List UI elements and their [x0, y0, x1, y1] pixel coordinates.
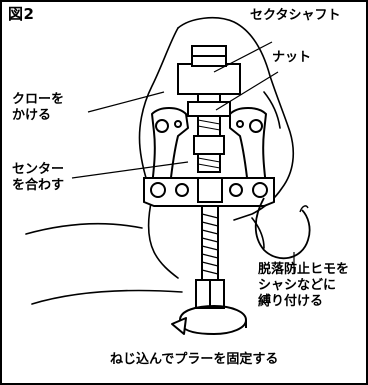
label-center-line2: を合わす — [12, 178, 65, 193]
figure-number: 図2 — [8, 5, 35, 23]
thread-line — [197, 163, 221, 169]
hand-drawing — [25, 16, 295, 305]
label-claw-line2: かける — [12, 108, 52, 123]
lower-crossbar-group — [143, 177, 275, 207]
hand-back-outline — [177, 16, 295, 221]
string-tail — [299, 205, 309, 213]
right-claw-pivot — [249, 119, 263, 133]
claw-arms — [151, 107, 267, 187]
thread-line — [197, 125, 221, 131]
label-nut: ナット — [272, 50, 312, 65]
leader-center — [71, 161, 189, 179]
leader-nut — [215, 71, 279, 111]
shaft-threads — [197, 119, 221, 169]
lower-left-inner-bolt — [175, 183, 189, 197]
screw-thread — [201, 269, 219, 275]
left-claw-hole — [174, 120, 182, 128]
label-fall-prevention-line1: 脱落防止ヒモを — [258, 262, 350, 277]
screw-thread — [201, 213, 219, 219]
right-claw-arm — [229, 107, 267, 187]
label-claw-line1: クローを — [12, 92, 65, 107]
lower-center-block — [197, 177, 223, 203]
label-center-line1: センター — [12, 162, 65, 177]
thread-line — [197, 157, 221, 163]
finger-line-2 — [251, 217, 265, 249]
wrist-outline — [25, 222, 183, 305]
label-center: センター を合わす — [12, 162, 64, 194]
lower-left-bolt — [150, 182, 166, 198]
screw-thread — [201, 221, 219, 227]
left-claw-arm — [151, 107, 189, 187]
screw-thread — [201, 253, 219, 259]
label-fall-prevention: 脱落防止ヒモを シャシなどに 縛り付ける — [258, 262, 349, 310]
label-fall-prevention-line3: 縛り付ける — [258, 294, 324, 309]
thumb-outline — [138, 27, 179, 199]
shaft-nut-lower — [193, 135, 225, 155]
leader-lines — [71, 41, 295, 274]
palm-outline — [147, 197, 179, 279]
label-claw: クローを かける — [12, 92, 64, 124]
rotation-arrow-body — [179, 305, 247, 335]
label-screw-in-fix-puller: ねじ込んでプラーを固定する — [110, 352, 279, 367]
center-shaft — [187, 93, 231, 173]
leader-sector-shaft — [213, 41, 273, 73]
forcing-screw — [195, 205, 225, 309]
right-claw-hole — [236, 120, 244, 128]
lower-right-bolt — [252, 182, 268, 198]
screw-threads — [201, 213, 219, 275]
puller-illustration — [25, 16, 311, 335]
label-fall-prevention-line2: シャシなどに — [258, 278, 337, 293]
leader-claw — [87, 91, 165, 113]
screw-thread — [201, 229, 219, 235]
thread-line — [197, 119, 221, 125]
rotation-arrow-icon — [171, 305, 247, 335]
left-claw-pivot — [155, 119, 169, 133]
label-sector-shaft: セクタシャフト — [250, 8, 341, 23]
screw-thread — [201, 237, 219, 243]
screw-thread — [201, 261, 219, 267]
lower-right-inner-bolt — [229, 183, 243, 197]
shaft-nut-top — [187, 101, 231, 117]
finger-line-1 — [263, 91, 281, 129]
upper-crossbar — [177, 63, 241, 95]
rotation-arrow-head — [171, 317, 187, 335]
upper-block — [177, 45, 241, 95]
retaining-string — [254, 197, 311, 260]
screw-thread — [201, 245, 219, 251]
